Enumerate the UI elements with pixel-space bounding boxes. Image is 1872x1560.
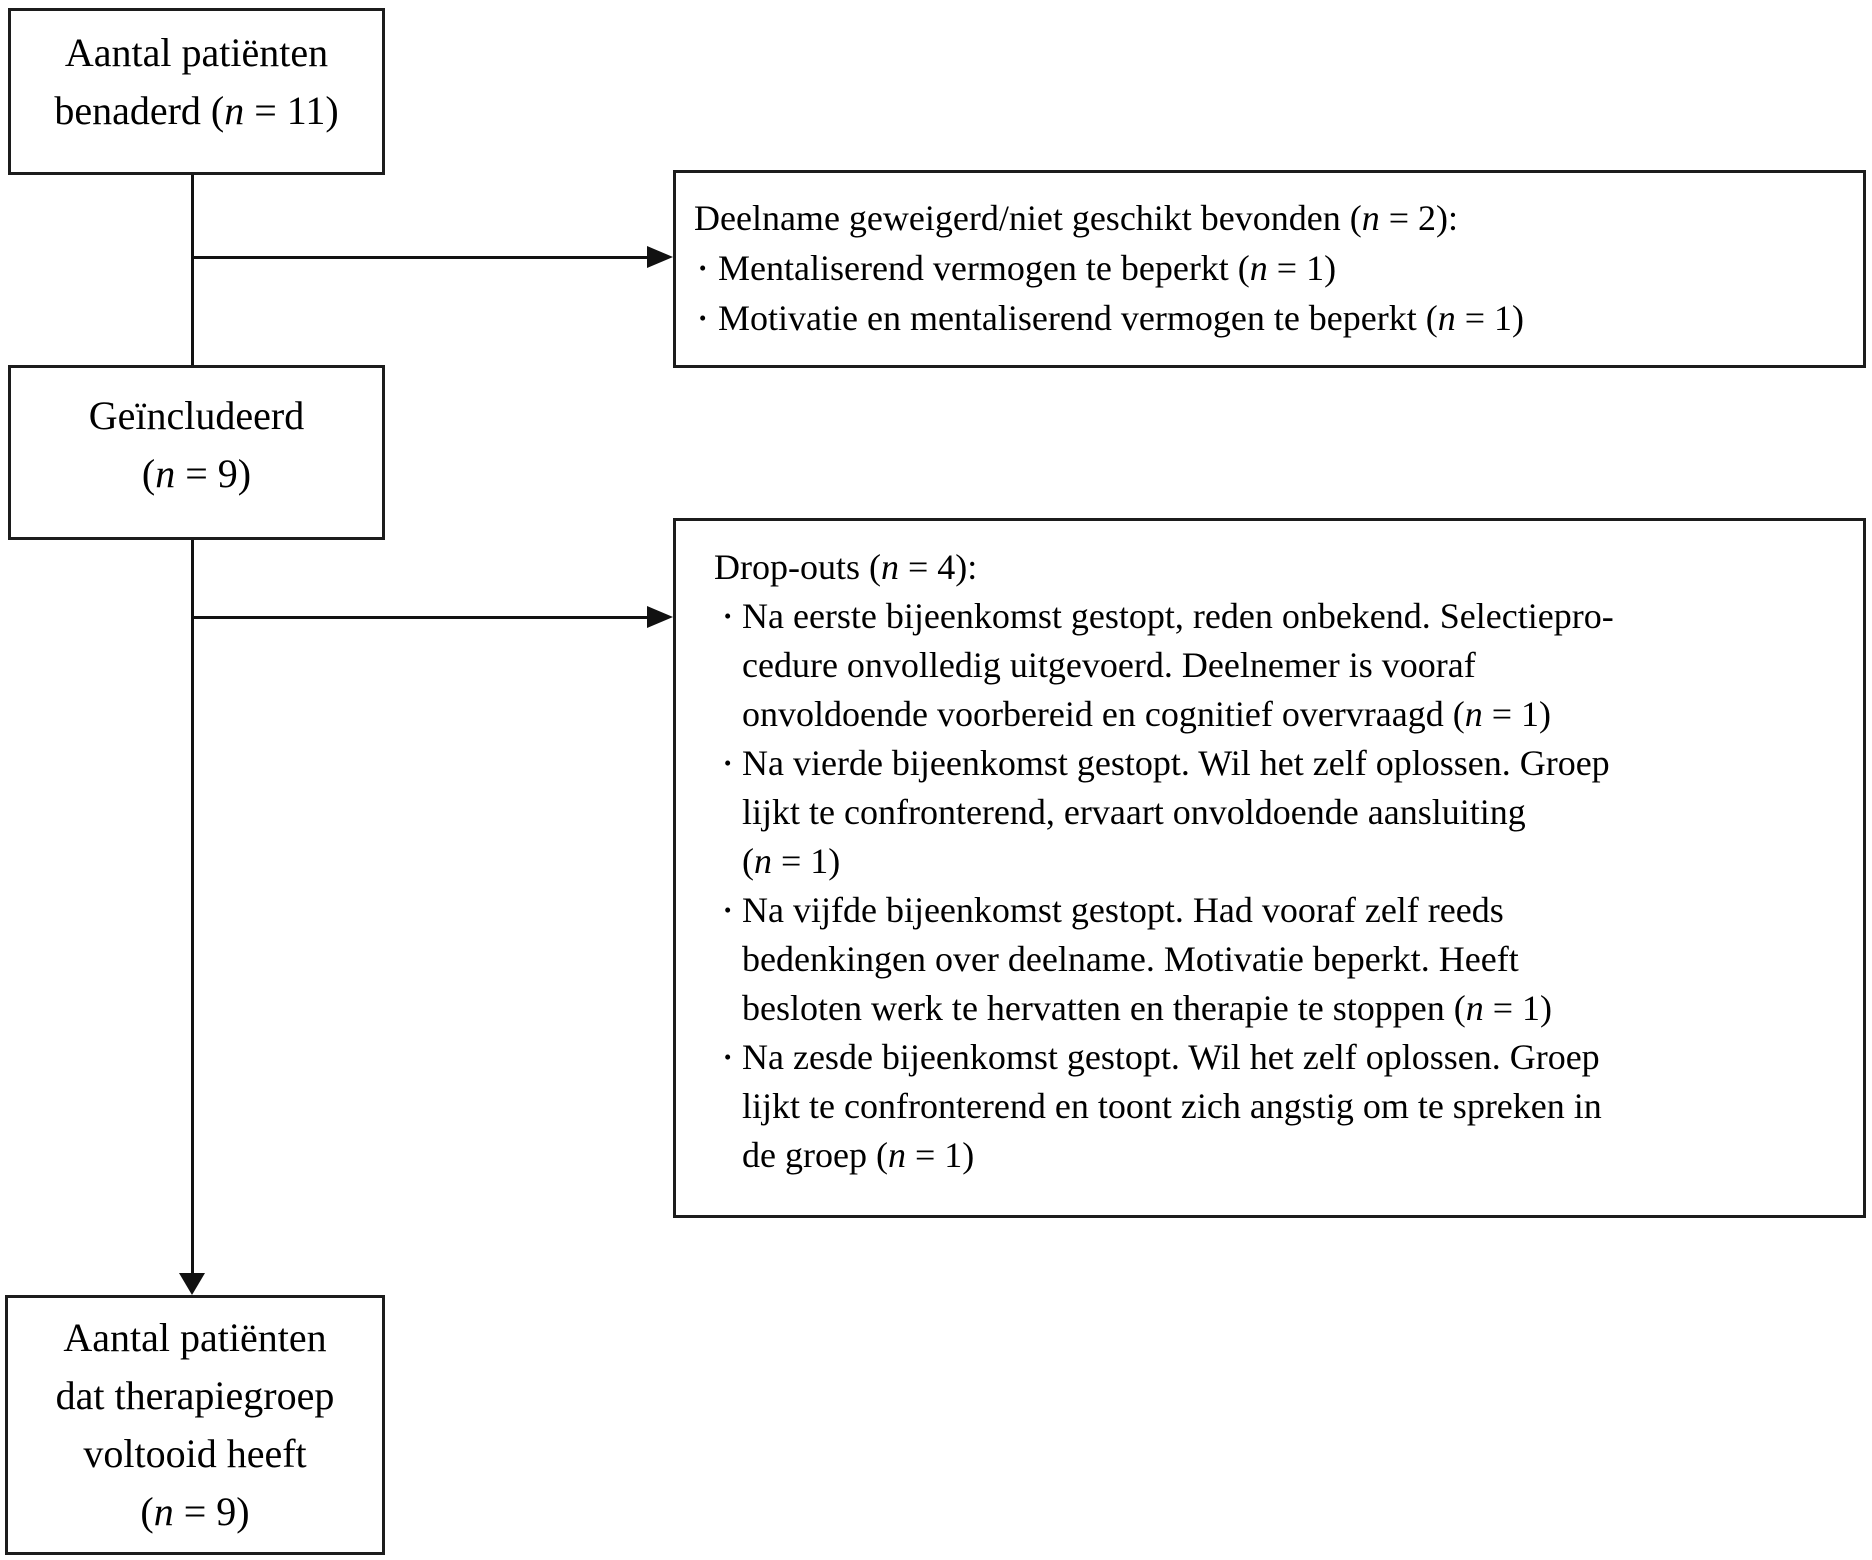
bullet-icon: • — [724, 898, 732, 922]
list-item: • Na vijfde bijeenkomst gestopt. Had voo… — [714, 886, 1839, 1033]
flow-box-refused-title: Deelname geweigerd/niet geschikt bevonde… — [694, 198, 1459, 238]
refused-reason: Mentaliserend vermogen te beperkt (n = 1… — [718, 248, 1337, 288]
refused-reason: Motivatie en mentaliserend vermogen te b… — [718, 298, 1525, 338]
bullet-icon: • — [699, 256, 707, 280]
dropout-reason: Na vierde bijeenkomst gestopt. Wil het z… — [742, 743, 1610, 881]
bullet-icon: • — [724, 1045, 732, 1069]
flow-box-dropouts: Drop-outs (n = 4): • Na eerste bijeenkom… — [673, 518, 1866, 1218]
flow-box-approached: Aantal patiënten benaderd (n = 11) — [8, 8, 385, 175]
list-item: • Na zesde bijeenkomst gestopt. Wil het … — [714, 1033, 1839, 1180]
list-item: • Na vierde bijeenkomst gestopt. Wil het… — [714, 739, 1839, 886]
flow-box-dropouts-title: Drop-outs (n = 4): — [714, 547, 978, 587]
dropout-reason: Na vijfde bijeenkomst gestopt. Had voora… — [742, 890, 1553, 1028]
list-item: • Na eerste bijeenkomst gestopt, reden o… — [714, 592, 1839, 739]
arrow-right-icon — [647, 246, 673, 268]
flow-box-completed: Aantal patiënten dat therapiegroep volto… — [5, 1295, 385, 1555]
connector-to-refused — [192, 256, 647, 259]
connector-approached-to-included — [191, 175, 194, 365]
flow-box-approached-label: Aantal patiënten benaderd (n = 11) — [54, 29, 339, 133]
flow-box-included: Geïncludeerd (n = 9) — [8, 365, 385, 540]
flow-box-refused: Deelname geweigerd/niet geschikt bevonde… — [673, 170, 1866, 368]
connector-included-to-completed — [191, 540, 194, 1277]
arrow-right-icon — [647, 606, 673, 628]
dropout-reason: Na zesde bijeenkomst gestopt. Wil het ze… — [742, 1037, 1602, 1175]
bullet-icon: • — [699, 306, 707, 330]
flow-box-included-label: Geïncludeerd (n = 9) — [88, 392, 305, 496]
flow-box-completed-label: Aantal patiënten dat therapiegroep volto… — [55, 1315, 335, 1534]
connector-to-dropouts — [192, 616, 647, 619]
dropout-reason: Na eerste bijeenkomst gestopt, reden onb… — [742, 596, 1614, 734]
list-item: • Motivatie en mentaliserend vermogen te… — [694, 293, 1843, 343]
bullet-icon: • — [724, 751, 732, 775]
list-item: • Mentaliserend vermogen te beperkt (n =… — [694, 243, 1843, 293]
bullet-icon: • — [724, 604, 732, 628]
arrow-down-icon — [179, 1273, 205, 1295]
